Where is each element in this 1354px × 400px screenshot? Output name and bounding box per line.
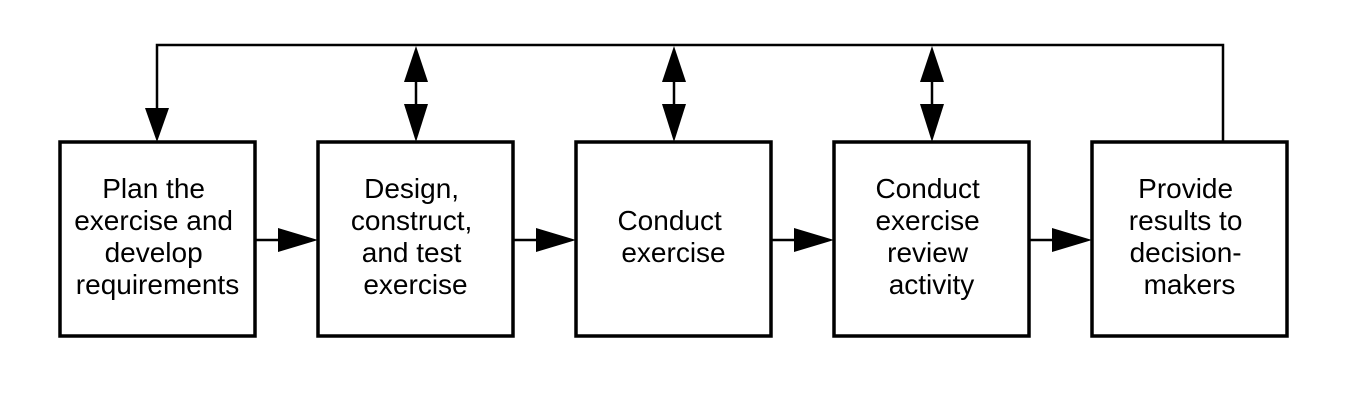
feedback-loop <box>145 43 1225 142</box>
step-label-line: exercise <box>621 237 725 268</box>
step-box-label: Provide results to decision- makers <box>1129 173 1250 300</box>
arrowhead-down <box>404 104 428 142</box>
arrowhead-up <box>920 46 944 82</box>
flow-arrow-1-to-2 <box>255 228 318 252</box>
step-label-line: Plan the <box>102 173 205 204</box>
step-box-label: Design, construct, and test exercise <box>351 173 480 300</box>
flow-arrowhead <box>794 228 834 252</box>
step-label-line: activity <box>889 269 975 300</box>
step-box-4: Conduct exercise review activity <box>832 140 1031 338</box>
flow-arrow-2-to-3 <box>513 228 576 252</box>
step-label-line: exercise <box>875 205 979 236</box>
step-box-2: Design, construct, and test exercise <box>316 140 515 338</box>
step-label-line: and test <box>362 237 462 268</box>
step-label-line: requirements <box>76 269 239 300</box>
arrowhead-down <box>662 104 686 142</box>
step-label-line: exercise <box>363 269 467 300</box>
flow-arrowhead <box>278 228 318 252</box>
arrowhead-down <box>920 104 944 142</box>
step-box-3: Conduct exercise <box>574 140 773 338</box>
flow-arrowhead <box>1052 228 1092 252</box>
step-box-frame <box>1090 140 1289 338</box>
step-label-line: Conduct <box>875 173 980 204</box>
step-label-line: develop <box>105 237 203 268</box>
step-box-label: Conduct exercise review activity <box>875 173 987 300</box>
step-box-1: Plan the exercise and develop requiremen… <box>58 140 257 338</box>
flow-arrowhead <box>536 228 576 252</box>
double-arrow-step-3 <box>662 46 686 142</box>
step-label-line: Design, <box>364 173 459 204</box>
step-label-line: Conduct <box>617 205 722 236</box>
step-label-line: exercise and <box>74 205 233 236</box>
step-box-frame <box>574 140 773 338</box>
step-box-frame <box>832 140 1031 338</box>
step-label-line: review <box>887 237 969 268</box>
arrowhead-up <box>404 46 428 82</box>
double-arrow-step-2 <box>404 46 428 142</box>
step-box-5: Provide results to decision- makers <box>1090 140 1289 338</box>
step-label-line: makers <box>1144 269 1236 300</box>
arrowhead-up <box>662 46 686 82</box>
step-box-label: Plan the exercise and develop requiremen… <box>74 173 241 300</box>
double-arrow-step-4 <box>920 46 944 142</box>
step-label-line: Provide <box>1138 173 1233 204</box>
step-label-line: results to <box>1129 205 1243 236</box>
flow-arrow-3-to-4 <box>771 228 834 252</box>
step-box-frame <box>316 140 515 338</box>
step-box-label: Conduct exercise <box>617 205 729 268</box>
step-label-line: construct, <box>351 205 472 236</box>
step-box-frame <box>58 140 257 338</box>
feedback-line <box>155 43 1225 142</box>
flow-arrow-4-to-5 <box>1029 228 1092 252</box>
step-label-line: decision- <box>1130 237 1242 268</box>
feedback-arrowhead-down <box>145 108 169 142</box>
